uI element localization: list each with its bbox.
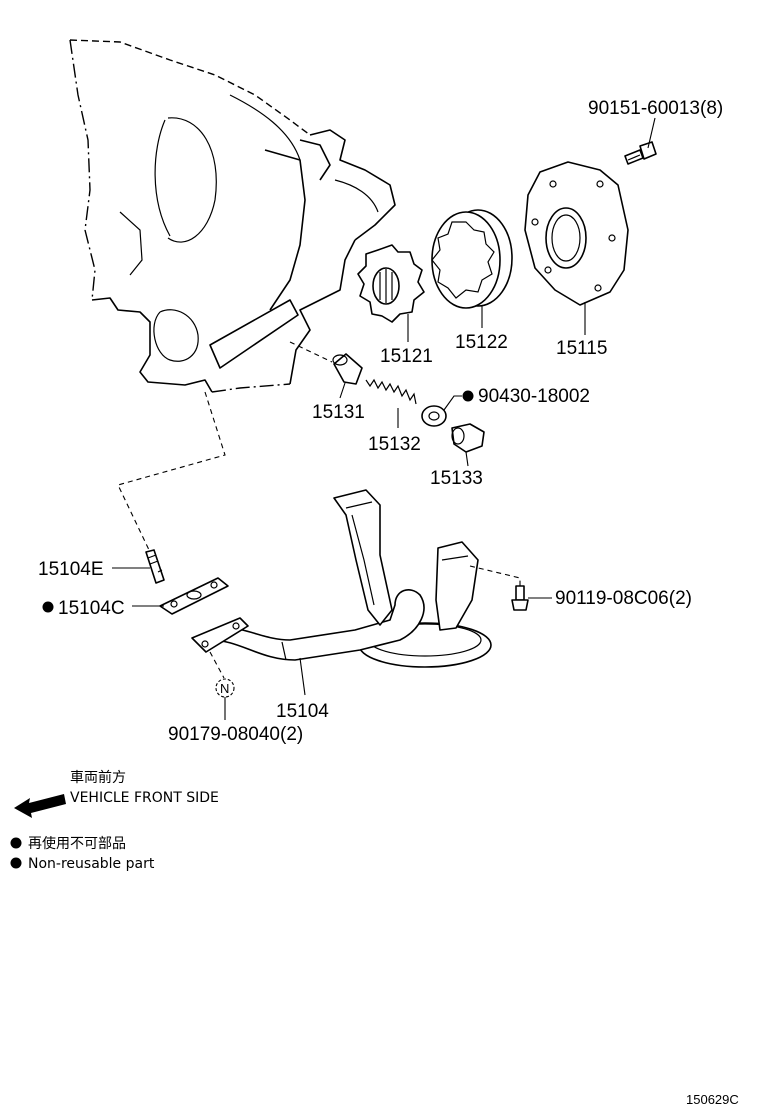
leader-15133 (465, 451, 469, 467)
n-marker-circle (215, 678, 235, 698)
part-number-90430: 90430-18002 (478, 386, 590, 407)
non-reusable-mark-15104C (42, 601, 54, 613)
part-number-15133: 15133 (430, 468, 483, 489)
legend-nonreuse-en: Non-reusable part (28, 856, 155, 872)
drive-rotor-15121 (357, 244, 425, 323)
part-number-15104C: 15104C (58, 598, 125, 619)
phantom-line-nut (209, 651, 225, 679)
illustration-code: 150629C (686, 1092, 739, 1107)
legend: 車両前方 VEHICLE FRONT SIDE 再使用不可部品 Non-reus… (10, 769, 219, 872)
relief-plug-15133 (451, 423, 485, 453)
legend-front-en: VEHICLE FRONT SIDE (70, 790, 219, 806)
part-number-15104: 15104 (276, 701, 329, 722)
non-reusable-legend-dot (10, 837, 22, 849)
part-number-90119: 90119-08C06(2) (555, 588, 692, 609)
relief-valve-15131 (332, 353, 363, 385)
non-reusable-mark-90430 (462, 390, 474, 402)
non-reusable-legend-dot-en (10, 857, 22, 869)
part-number-15132: 15132 (368, 434, 421, 455)
driven-rotor-15122 (431, 209, 513, 309)
part-number-90151: 90151-60013(8) (588, 98, 723, 119)
part-number-15131: 15131 (312, 402, 365, 423)
vehicle-front-arrow-icon (14, 794, 66, 818)
relief-spring-15132 (365, 378, 417, 405)
part-number-15104E: 15104E (38, 559, 104, 580)
engine-block-outline (69, 39, 396, 393)
n-marker-letter: N (220, 681, 229, 696)
part-number-15115: 15115 (556, 338, 607, 359)
pump-cover-15115 (524, 161, 629, 306)
legend-nonreuse-jp: 再使用不可部品 (28, 835, 126, 852)
gasket-15104C (159, 577, 229, 615)
bolt-90151 (624, 141, 657, 165)
stud-15104E (145, 549, 165, 584)
leader-90151 (647, 117, 656, 149)
phantom-line-block-to-strainer (117, 391, 226, 553)
phantom-line-bolt-90119 (469, 565, 521, 586)
part-number-90179: 90179-08040(2) (168, 724, 303, 745)
legend-front-jp: 車両前方 (70, 769, 126, 786)
bolt-90119 (511, 585, 529, 611)
oil-strainer-15104 (191, 489, 492, 668)
phantom-line-block-to-relief (289, 341, 333, 363)
part-number-15122: 15122 (455, 332, 508, 353)
gasket-90430 (421, 405, 447, 427)
leader-15131 (339, 382, 346, 399)
leader-15104 (299, 657, 306, 696)
part-number-15121: 15121 (380, 346, 433, 367)
leader-90430 (443, 395, 462, 411)
